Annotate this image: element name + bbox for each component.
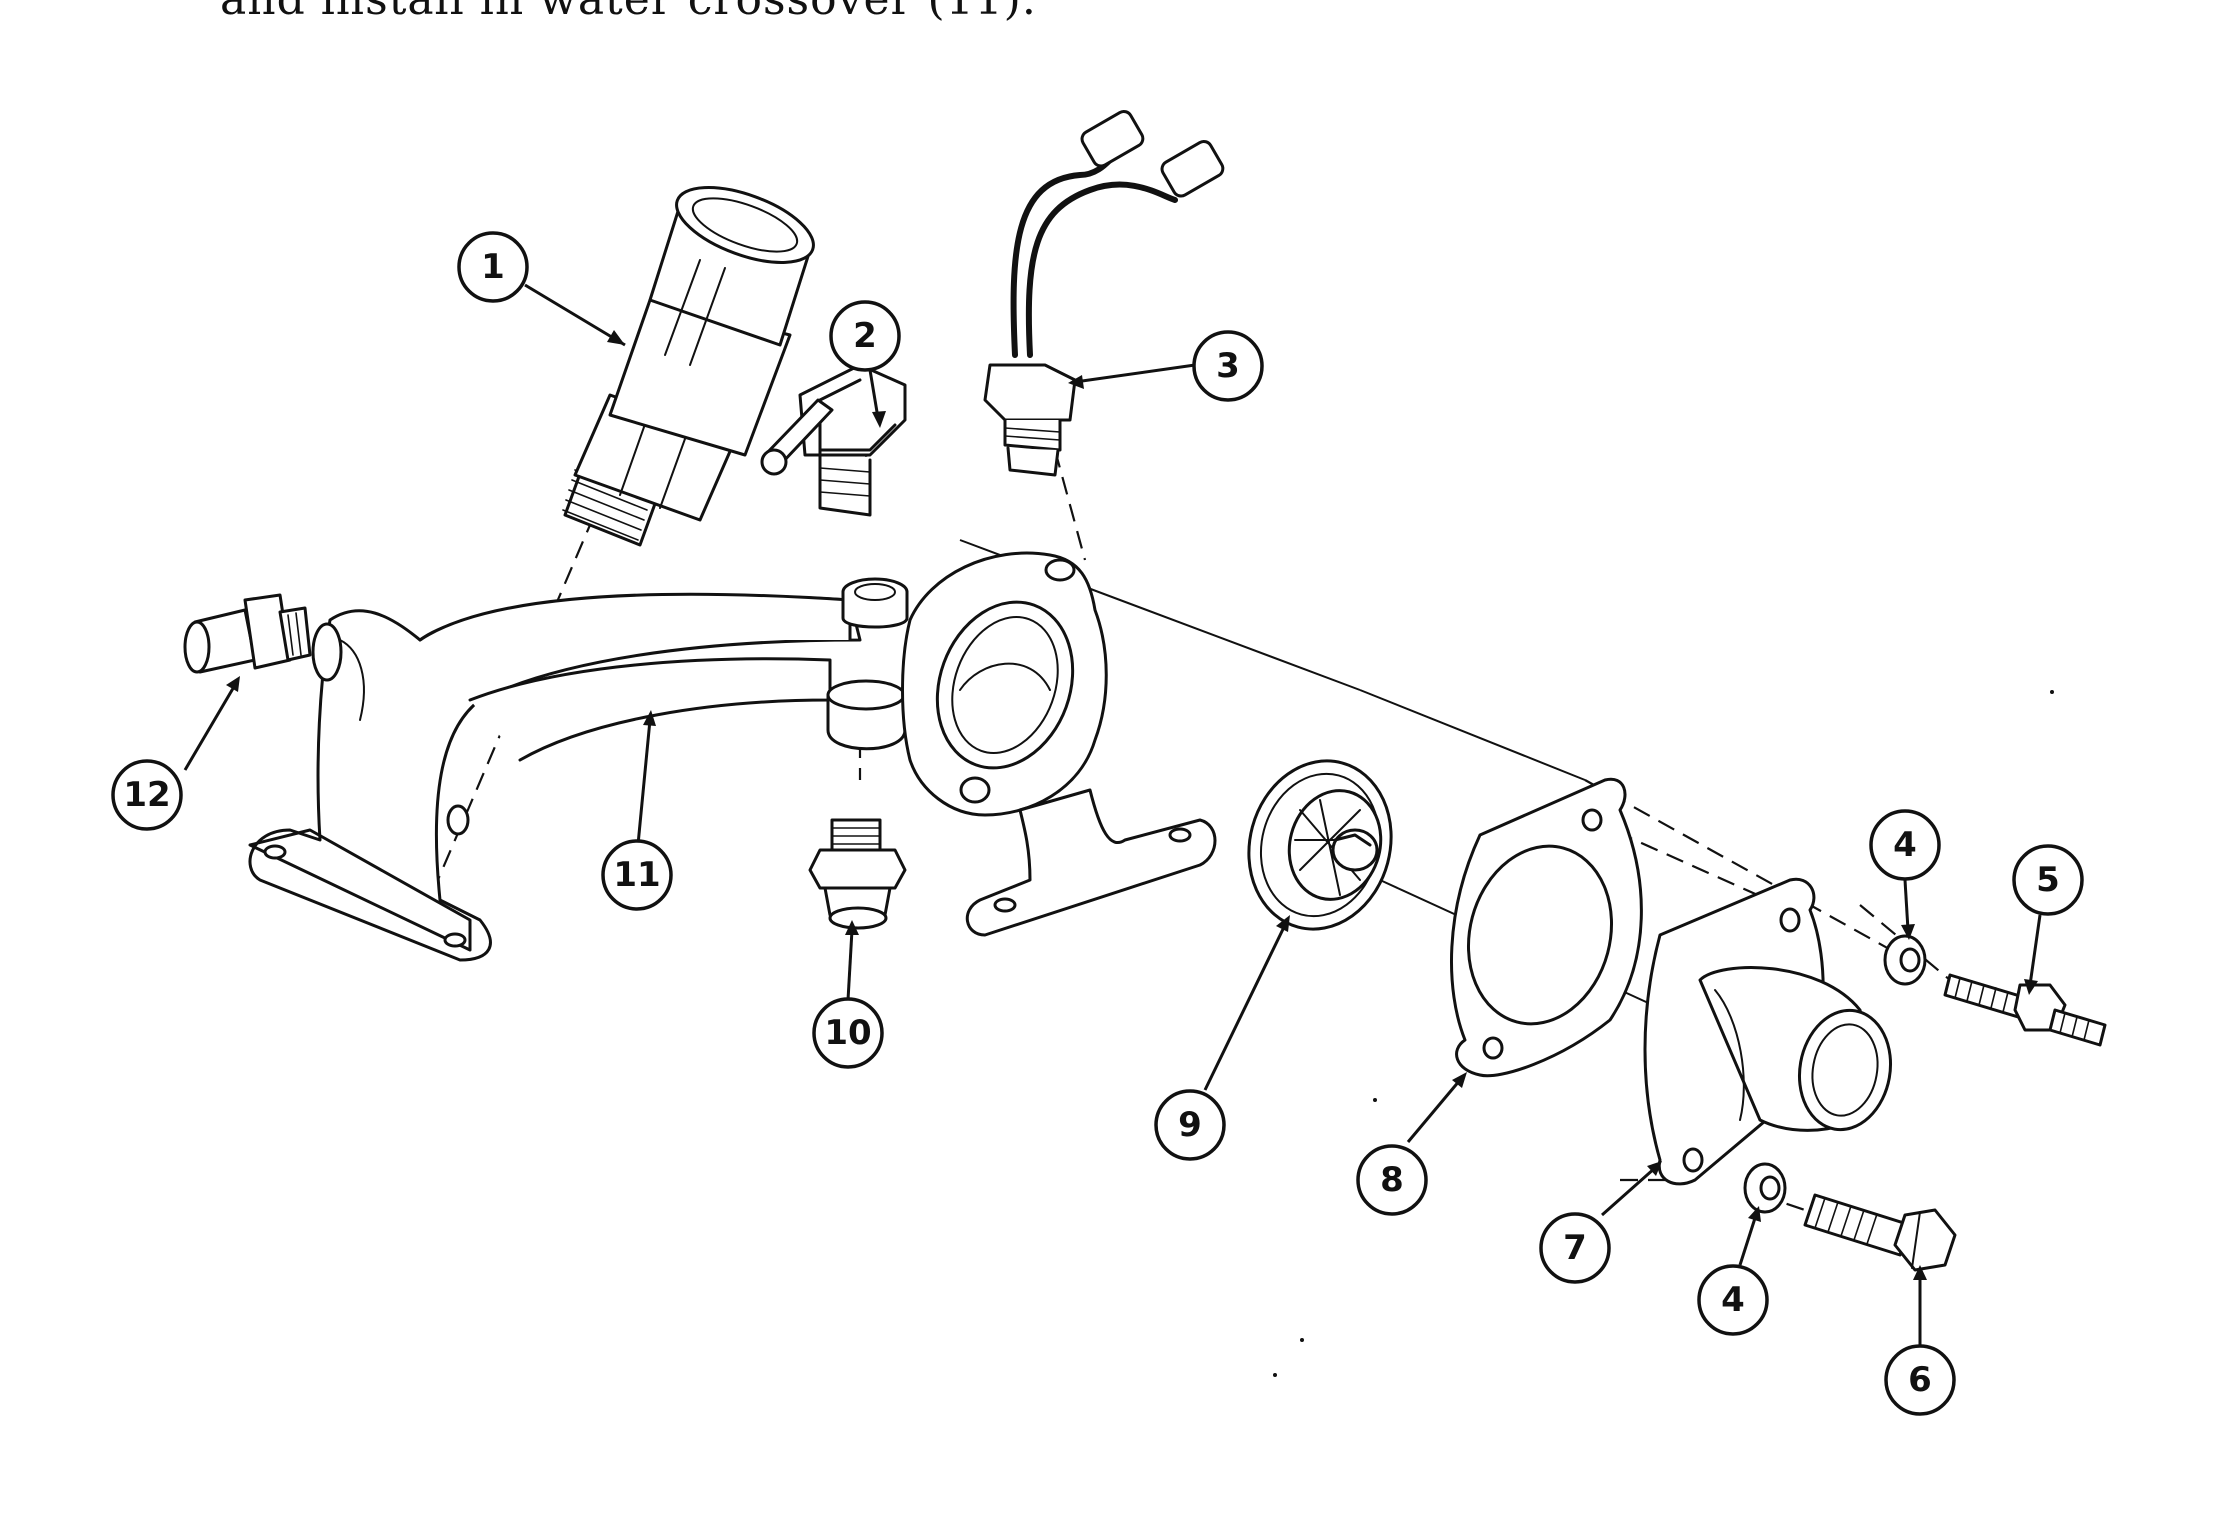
callout-3: 3 <box>1192 330 1264 402</box>
adapter-icon-10 <box>808 818 907 930</box>
washer-icon-lower <box>1743 1162 1787 1214</box>
svg-text:4: 4 <box>1721 1280 1745 1320</box>
callout-1: 1 <box>457 231 529 303</box>
callout-11: 11 <box>601 839 673 911</box>
svg-text:12: 12 <box>123 775 170 815</box>
temperature-sensor-icon <box>983 109 1225 477</box>
callout-4-upper: 4 <box>1869 809 1941 881</box>
svg-text:2: 2 <box>853 316 877 356</box>
svg-text:8: 8 <box>1380 1160 1404 1200</box>
svg-text:1: 1 <box>481 247 505 287</box>
callout-9: 9 <box>1154 1089 1226 1161</box>
callout-8: 8 <box>1356 1144 1428 1216</box>
washer-icon <box>1883 934 1927 986</box>
hose-fitting-icon <box>562 186 815 547</box>
elbow-fitting-icon <box>760 363 907 517</box>
callout-6: 6 <box>1884 1344 1956 1416</box>
stud-icon <box>1943 973 2107 1047</box>
callout-10: 10 <box>812 997 884 1069</box>
stray-marks <box>1273 690 2054 1377</box>
svg-text:6: 6 <box>1908 1360 1932 1400</box>
svg-text:4: 4 <box>1893 825 1917 865</box>
bolt-icon <box>1803 1193 1957 1272</box>
water-crossover-icon <box>248 551 1217 962</box>
svg-text:3: 3 <box>1216 346 1240 386</box>
gasket-icon <box>1450 777 1643 1078</box>
callout-12: 12 <box>111 759 183 831</box>
leader-lines <box>183 283 2042 1345</box>
svg-text:5: 5 <box>2036 860 2060 900</box>
svg-text:11: 11 <box>613 855 660 895</box>
adapter-icon <box>183 593 312 674</box>
callout-5: 5 <box>2012 844 2084 916</box>
svg-text:9: 9 <box>1178 1105 1202 1145</box>
svg-text:7: 7 <box>1563 1228 1587 1268</box>
instruction-text: and install in water crossover (11). <box>220 0 1037 25</box>
callout-7: 7 <box>1539 1212 1611 1284</box>
callout-2: 2 <box>829 300 901 372</box>
thermostat-housing-icon <box>1643 877 1893 1186</box>
thermostat-icon <box>1247 759 1393 931</box>
callout-4-lower: 4 <box>1697 1264 1769 1336</box>
svg-text:10: 10 <box>824 1013 871 1053</box>
